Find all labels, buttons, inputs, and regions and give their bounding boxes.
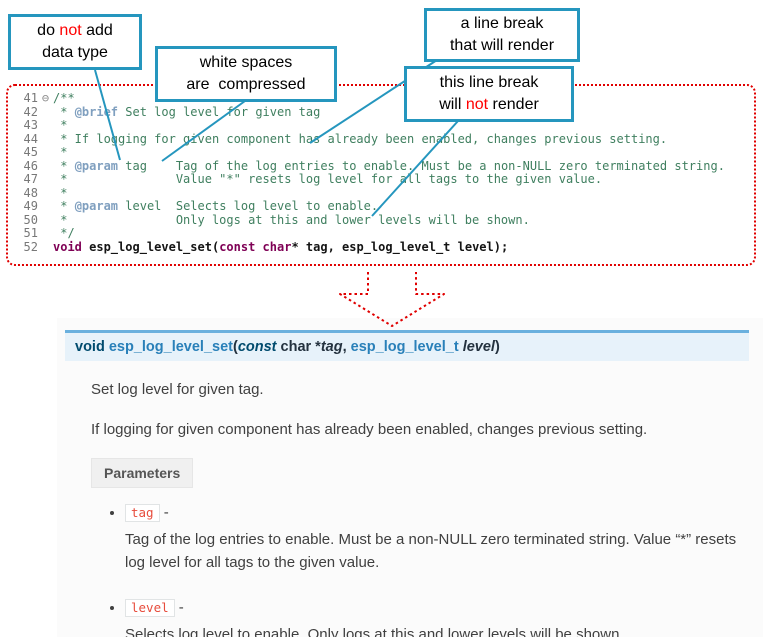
code-line: 48 * <box>12 185 750 201</box>
fold-gutter <box>38 146 53 160</box>
line-number: 52 <box>23 239 38 254</box>
code-text: /** <box>53 91 75 105</box>
code-line: 42 * @brief Set log level for given tag <box>12 104 750 120</box>
param-description: Tag of the log entries to enable. Must b… <box>125 531 737 572</box>
fold-gutter <box>38 133 53 147</box>
param-name-chip: tag <box>125 504 160 522</box>
code-lines: 41⊖/**42 * @brief Set log level for give… <box>12 91 750 255</box>
code-text: * @brief Set log level for given tag <box>53 104 321 119</box>
fold-gutter <box>38 214 53 228</box>
line-number: 49 <box>23 199 38 213</box>
line-number: 42 <box>23 104 38 119</box>
fold-gutter <box>38 160 53 174</box>
param-description: Selects log level to enable. Only logs a… <box>125 625 624 637</box>
line-number: 51 <box>23 226 38 240</box>
line-number: 47 <box>23 172 38 186</box>
code-text: * @param level Selects log level to enab… <box>53 199 379 213</box>
code-line: 46 * @param tag Tag of the log entries t… <box>12 158 750 174</box>
code-text: * <box>53 118 68 132</box>
line-number: 50 <box>23 212 38 227</box>
fold-gutter <box>38 173 53 187</box>
code-line: 45 * <box>12 145 750 160</box>
code-text: * Value "*" resets log level for all tag… <box>53 172 603 186</box>
line-number: 44 <box>23 131 38 146</box>
brief-text: Set log level for given tag. <box>91 381 264 398</box>
docs-body: Set log level for given tag. If logging … <box>91 379 749 637</box>
fold-gutter <box>38 241 53 255</box>
param-name-chip: level <box>125 598 175 617</box>
code-line: 41⊖/** <box>12 91 750 106</box>
code-text: * Only logs at this and lower levels wil… <box>53 212 530 227</box>
fold-gutter <box>38 106 53 120</box>
line-number: 41 <box>23 91 38 105</box>
description-text: If logging for given component has alrea… <box>91 420 648 438</box>
fold-gutter <box>38 227 53 241</box>
code-text: * <box>53 185 68 200</box>
line-number: 43 <box>23 118 38 132</box>
code-line: 51 */ <box>12 226 750 241</box>
fold-gutter <box>38 200 53 214</box>
code-line: 50 * Only logs at this and lower levels … <box>12 212 750 228</box>
fold-collapse-icon[interactable]: ⊖ <box>41 91 50 105</box>
code-text: * <box>53 145 68 159</box>
function-signature: void esp_log_level_set(const char *tag, … <box>65 330 749 361</box>
parameter-item: level - Selects log level to enable. Onl… <box>125 598 749 637</box>
line-number: 45 <box>23 145 38 159</box>
rendered-docs-panel: void esp_log_level_set(const char *tag, … <box>57 318 763 637</box>
parameter-item: tag - Tag of the log entries to enable. … <box>125 504 749 575</box>
line-number: 48 <box>23 185 38 200</box>
fold-gutter <box>38 187 53 201</box>
code-line: 52 void esp_log_level_set(const char* tag… <box>12 239 750 255</box>
code-line: 43 * <box>12 118 750 133</box>
code-line: 49 * @param level Selects log level to e… <box>12 199 750 214</box>
code-text: void esp_log_level_set(const char* tag, … <box>53 239 509 254</box>
code-text: * If logging for given component has alr… <box>53 131 668 146</box>
param-separator: - <box>174 598 184 616</box>
fold-gutter <box>38 119 53 133</box>
code-editor-snippet: 41⊖/**42 * @brief Set log level for give… <box>6 84 756 266</box>
parameters-label: Parameters <box>91 458 194 488</box>
param-separator: - <box>159 504 169 521</box>
code-text: */ <box>53 226 75 240</box>
code-line: 44 * If logging for given component has … <box>12 131 750 147</box>
code-line: 47 * Value "*" resets log level for all … <box>12 172 750 187</box>
code-text: * @param tag Tag of the log entries to e… <box>53 158 725 173</box>
line-number: 46 <box>23 158 38 173</box>
parameter-list: tag - Tag of the log entries to enable. … <box>111 504 749 637</box>
